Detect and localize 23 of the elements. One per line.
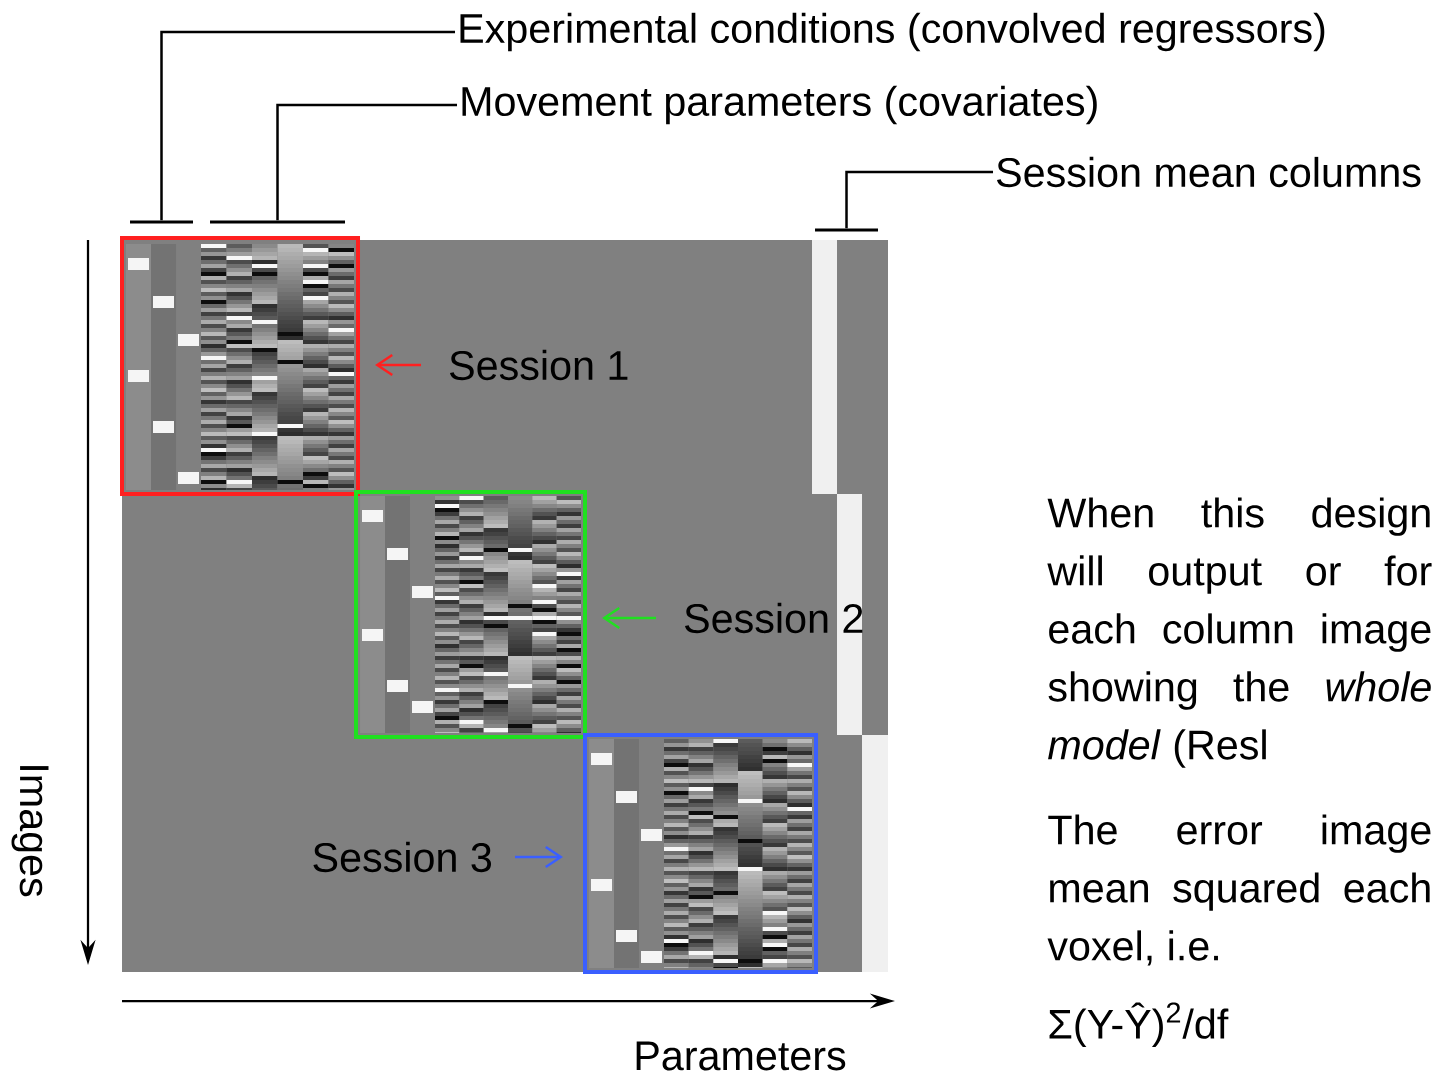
leader-line — [160, 30, 455, 221]
bracket-bar — [130, 220, 193, 224]
axis-label: Parameters — [636, 1041, 846, 1071]
session-block-frame — [120, 236, 360, 496]
session-label: Session 3 — [313, 841, 491, 873]
callout-text: Session mean columns — [997, 156, 1421, 188]
arrow — [602, 606, 656, 630]
bracket-bar — [815, 228, 878, 232]
arrow — [515, 845, 563, 869]
arrow — [375, 353, 421, 377]
formula-text: Σ(Y-Ŷ)$^{2}$/df — [1049, 1002, 1229, 1047]
axis-label: Images — [11, 766, 49, 897]
callout-text: Experimental conditions (convolved regressors) — [460, 12, 1325, 52]
paragraph: The error image mean squared each voxel, i.e. — [1047, 814, 1431, 966]
session-block-frame — [583, 733, 818, 974]
leader-line — [276, 103, 457, 221]
session-block-frame — [354, 490, 587, 739]
session-label: Session 1 — [450, 349, 628, 381]
bracket-bar — [210, 220, 345, 224]
callout-text: Movement parameters (covariates) — [462, 85, 1097, 125]
leader-line — [845, 170, 993, 229]
paragraph: When this design will output or for each column image showing the whole model (Resl — [1047, 497, 1432, 768]
session-label: Session 2 — [685, 602, 863, 634]
